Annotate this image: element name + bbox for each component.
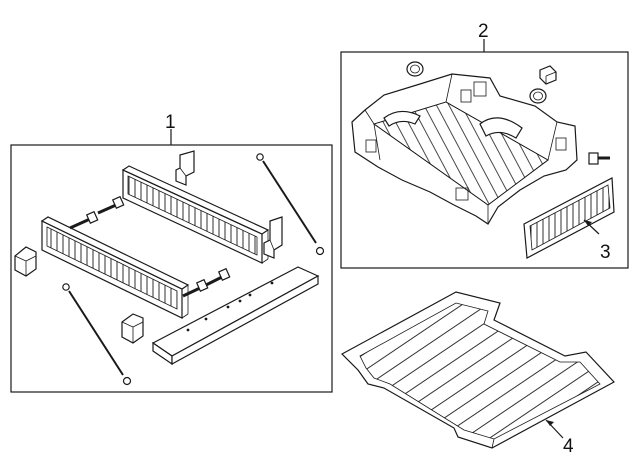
bracket-bottom [121,313,144,344]
callout-label-4: 4 [563,436,574,457]
bolt-3 [182,278,209,298]
tailgate-liner [523,177,615,259]
clip [539,65,557,85]
bracket-top [175,150,195,186]
bracket-right [263,216,283,259]
bolt-1 [69,210,99,230]
callout-label-2: 2 [478,21,489,42]
callout-label-1: 1 [165,112,176,133]
divider-base-plate [151,266,320,366]
bed-liner-group [340,39,629,269]
grommet-2 [529,88,547,104]
divider-panel-upper [121,165,270,264]
bed-mat [341,291,615,449]
callout-label-3: 3 [600,242,611,263]
divider-kit-group [10,129,333,393]
bracket-left [14,246,37,277]
tie-rod-lower [62,283,132,386]
bed-liner [351,73,578,225]
grommet-1 [406,61,424,77]
screw [588,152,610,165]
bolt-2 [97,195,125,215]
bolt-4 [205,267,231,287]
tie-rod-upper [256,153,325,256]
divider-panel-lower [40,216,190,319]
